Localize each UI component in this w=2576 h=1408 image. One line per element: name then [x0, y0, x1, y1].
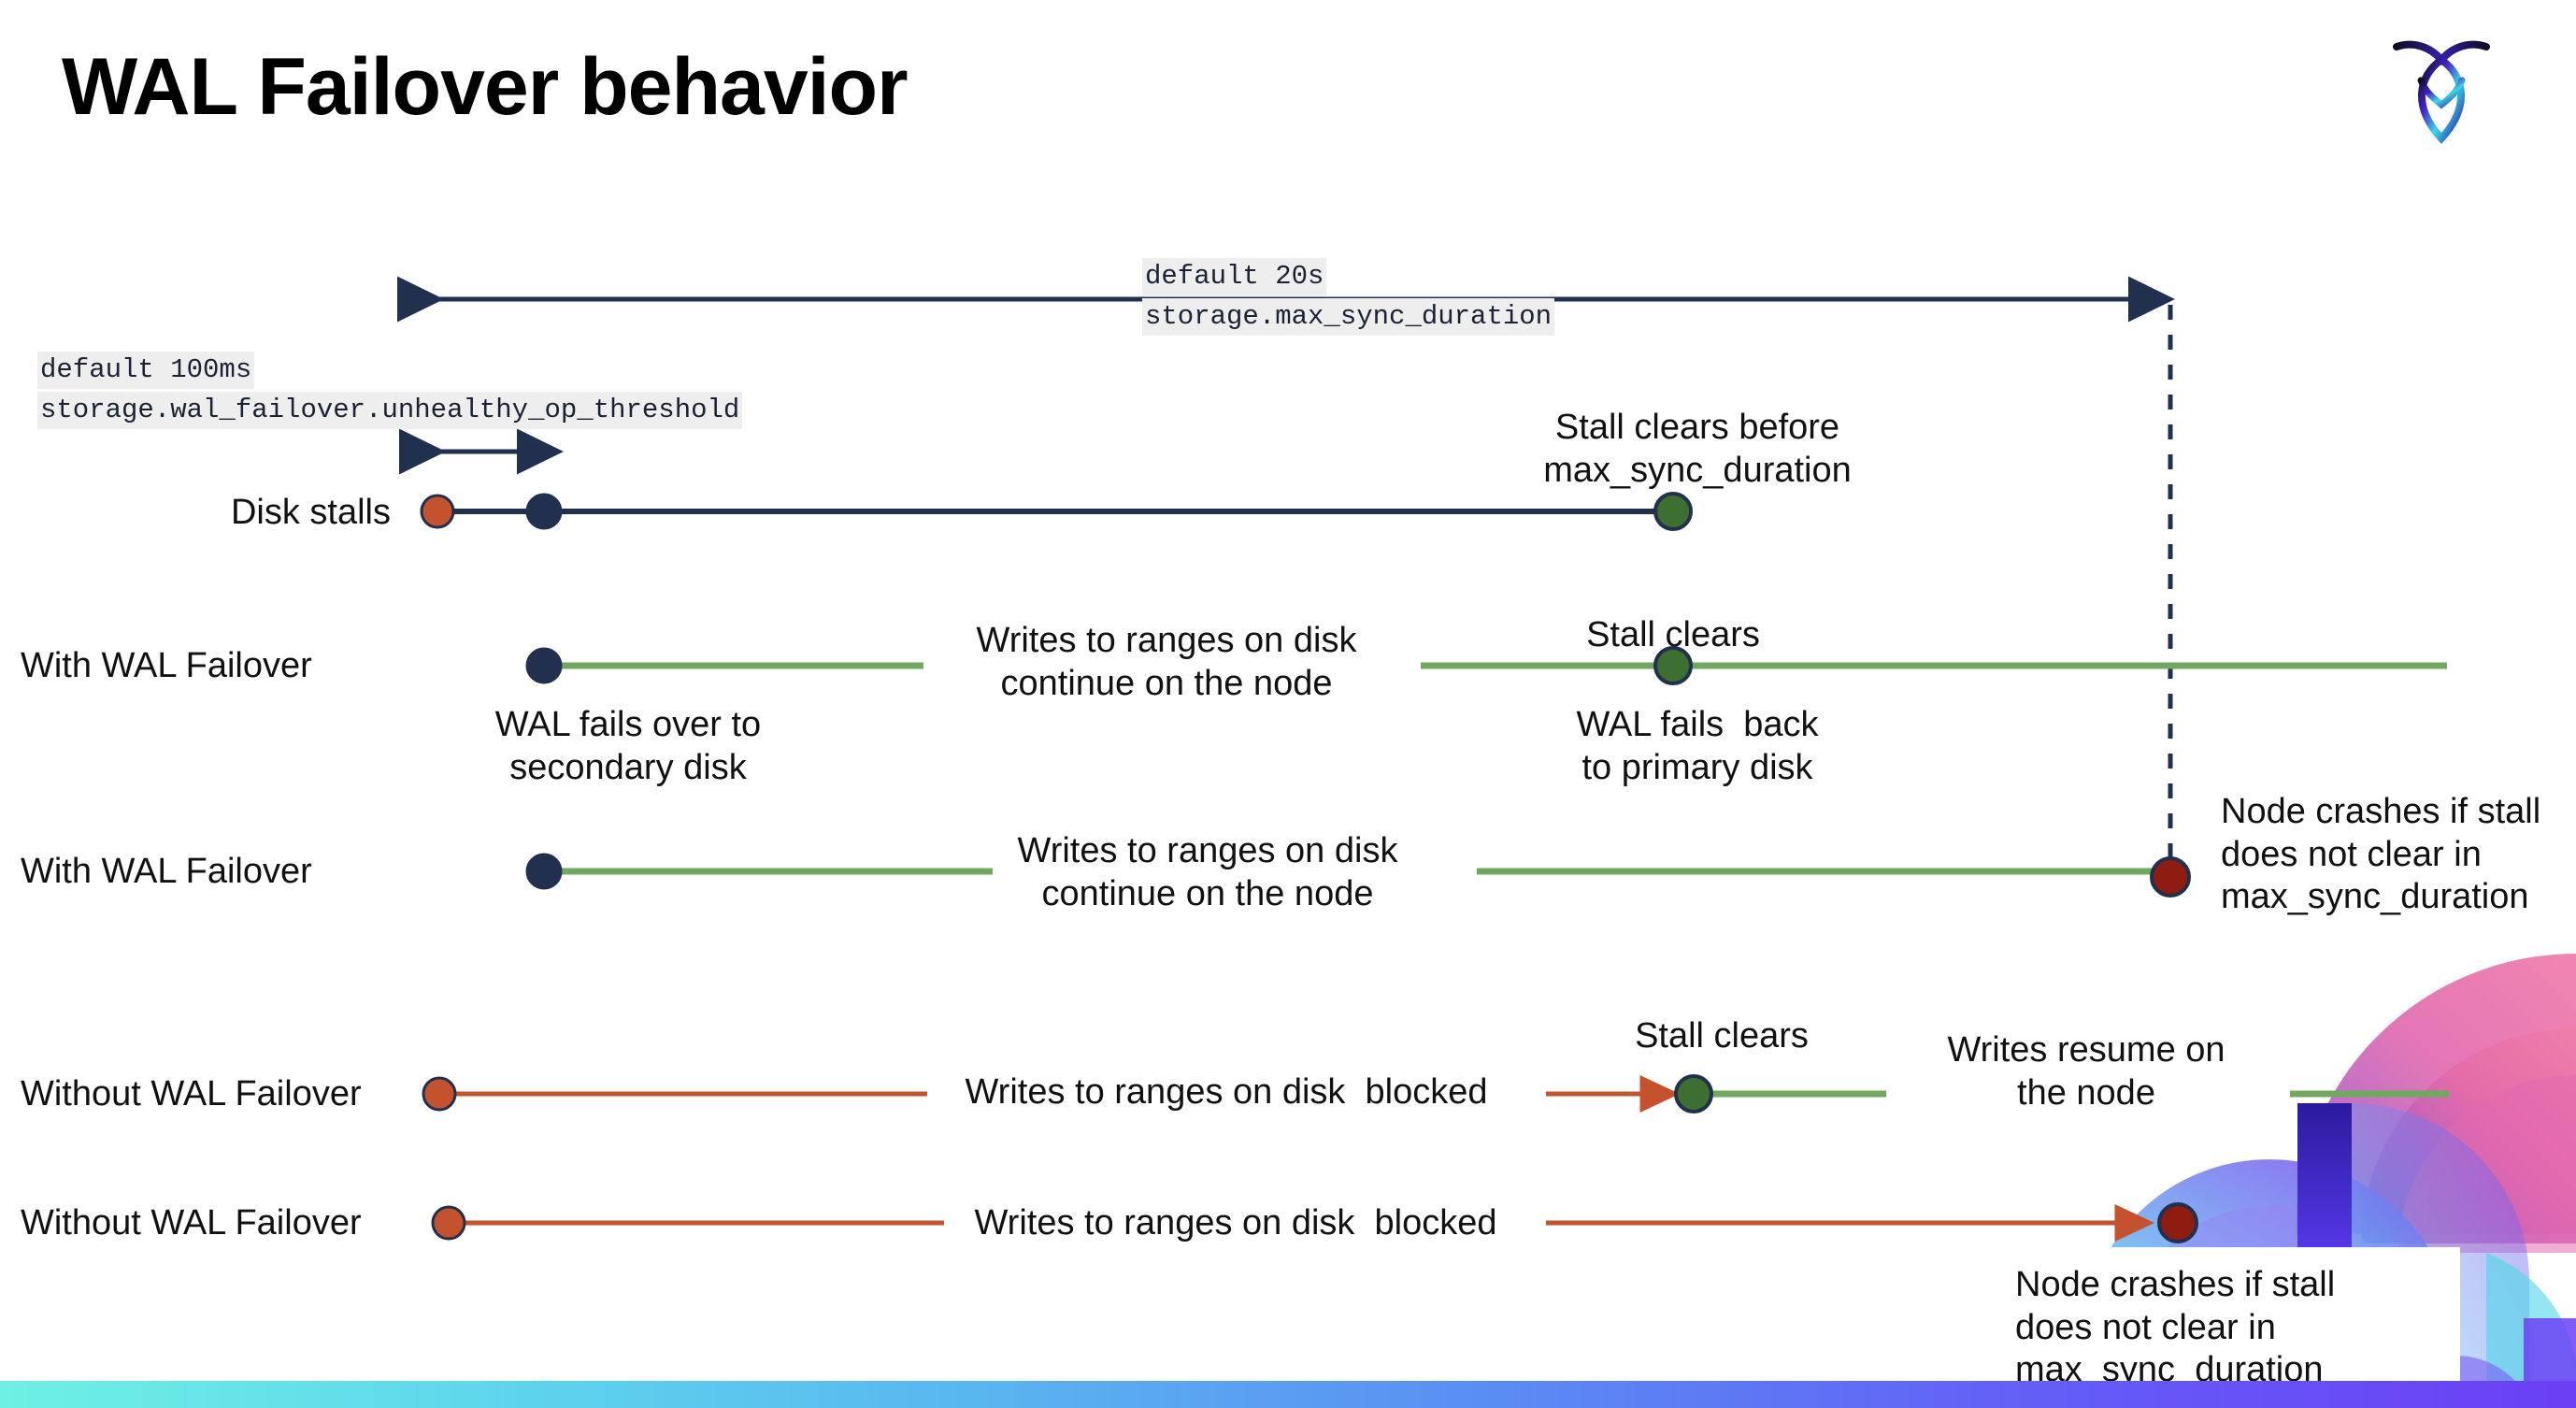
timeline-row-with-wal-failover-recovers	[525, 646, 2447, 685]
row-label-disk-stalls: Disk stalls	[230, 493, 391, 532]
row-label-without-wal-failover-recovers: Without WAL Failover	[21, 1074, 362, 1113]
note-stall-clears-row4: Stall clears	[1635, 1016, 1809, 1056]
cockroachdb-logo	[2385, 28, 2497, 150]
note-writes-continue-row2: Writes to ranges on disk continue on the…	[976, 621, 1357, 703]
row-label-without-wal-failover-crashes: Without WAL Failover	[21, 1203, 362, 1243]
page-title: WAL Failover behavior	[62, 42, 909, 132]
marker-node-crashes	[2157, 1202, 2198, 1243]
note-wal-fails-over: WAL fails over to secondary disk	[494, 705, 762, 787]
marker-threshold	[525, 493, 563, 530]
note-node-crashes-row5: Node crashes if stall does not clear in …	[2015, 1265, 2336, 1390]
note-writes-blocked-row4: Writes to ranges on disk blocked	[965, 1072, 1488, 1112]
timeline-row-with-wal-failover-crashes	[525, 853, 2191, 898]
marker-stall-start	[420, 494, 455, 529]
marker-wal-fails-over	[525, 853, 563, 890]
timeline-row-without-wal-failover-crashes	[431, 1202, 2198, 1243]
note-writes-resume: Writes resume on the node	[1947, 1030, 2225, 1113]
timeline-row-disk-stalls	[420, 492, 1693, 531]
note-writes-blocked-row5: Writes to ranges on disk blocked	[974, 1203, 1497, 1243]
annotation-unhealthy-op-setting: storage.wal_failover.unhealthy_op_thresh…	[37, 392, 743, 429]
note-writes-continue-row3: Writes to ranges on disk continue on the…	[1017, 831, 1398, 913]
row-label-with-wal-failover-crashes: With WAL Failover	[21, 852, 312, 891]
marker-stall-start	[422, 1076, 457, 1112]
marker-stall-start	[431, 1205, 466, 1241]
annotation-max-sync-default: default 20s	[1142, 258, 1327, 295]
note-wal-fails-back: WAL fails back to primary disk	[1576, 705, 1819, 787]
marker-stall-clears	[1653, 646, 1693, 685]
marker-node-crashes	[2150, 856, 2191, 898]
annotation-max-sync-setting: storage.max_sync_duration	[1142, 298, 1555, 336]
marker-stall-clears	[1653, 492, 1693, 531]
bottom-gradient-bar	[0, 1381, 2576, 1408]
note-stall-clears-row2: Stall clears	[1586, 615, 1760, 654]
row-label-with-wal-failover-recovers: With WAL Failover	[21, 646, 312, 685]
marker-wal-fails-over	[525, 647, 563, 684]
timeline-row-without-wal-failover-recovers	[422, 1074, 2449, 1113]
annotation-unhealthy-op-default: default 100ms	[37, 352, 255, 389]
note-node-crashes-row3: Node crashes if stall does not clear in …	[2221, 792, 2541, 917]
note-stall-clears-before-max-sync: Stall clears before max_sync_duration	[1543, 408, 1852, 490]
marker-stall-clears	[1674, 1074, 1713, 1113]
